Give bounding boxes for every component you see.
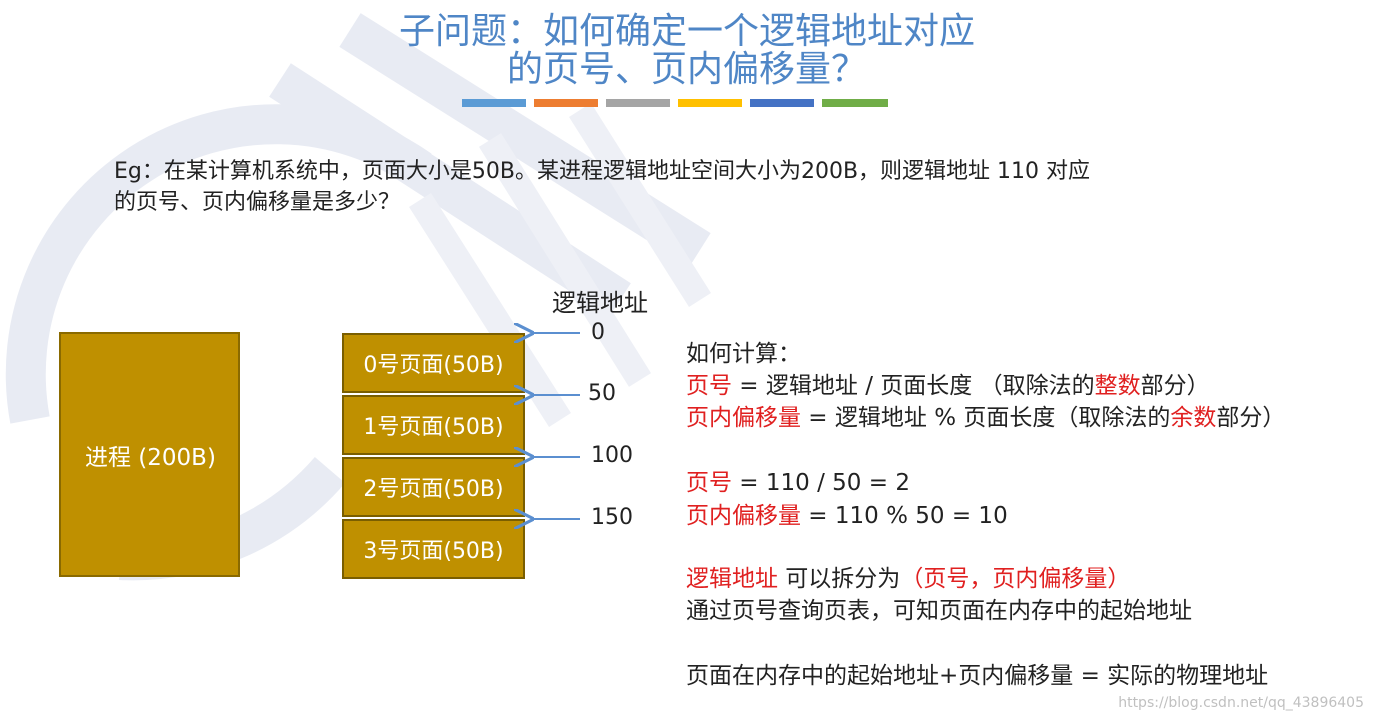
page-block-1: 1号页面(50B) [342, 395, 525, 455]
formula-page-offset-text-b: 部分） [1216, 405, 1286, 431]
color-bar-6 [822, 99, 888, 107]
formula-page-number-term: 页号 [686, 373, 732, 399]
result-page-number-term: 页号 [686, 470, 732, 496]
process-block: 进程 (200B) [59, 332, 240, 577]
result-page-number: 页号 = 110 / 50 = 2 [686, 467, 910, 499]
result-page-offset-value: = 110 % 50 = 10 [801, 503, 1008, 529]
formula-page-offset-term: 页内偏移量 [686, 405, 801, 431]
summary-split-pair: （页号，页内偏移量） [900, 566, 1131, 592]
color-bar-1 [462, 99, 526, 107]
color-bar-4 [678, 99, 742, 107]
color-bar-2 [534, 99, 598, 107]
address-label-150: 150 [591, 505, 633, 530]
page-title-line-2: 的页号、页内偏移量？ [506, 49, 867, 90]
formula-remainder-term: 余数 [1170, 405, 1217, 431]
formula-page-number: 页号 = 逻辑地址 / 页面长度 （取除法的整数部分） [686, 370, 1210, 402]
page-block-0: 0号页面(50B) [342, 333, 525, 393]
question-line-2: 的页号、页内偏移量是多少？ [114, 190, 401, 215]
result-page-number-value: = 110 / 50 = 2 [732, 470, 910, 496]
result-page-offset: 页内偏移量 = 110 % 50 = 10 [686, 500, 1008, 532]
address-label-0: 0 [591, 320, 605, 345]
summary-page-table: 通过页号查询页表，可知页面在内存中的起始地址 [686, 598, 1192, 624]
formula-page-number-text-b: 部分） [1140, 373, 1210, 399]
formula-page-offset: 页内偏移量 = 逻辑地址 % 页面长度（取除法的余数部分） [686, 402, 1285, 434]
summary-split-text: 可以拆分为 [778, 566, 901, 592]
source-credit: https://blog.csdn.net/qq_43896405 [1118, 695, 1364, 711]
page-block-3: 3号页面(50B) [342, 519, 525, 579]
address-label-100: 100 [591, 443, 633, 468]
calc-heading: 如何计算： [686, 341, 801, 367]
formula-page-number-text-a: = 逻辑地址 / 页面长度 （取除法的 [732, 373, 1095, 399]
page-title-line-1: 子问题：如何确定一个逻辑地址对应 [398, 11, 975, 52]
formula-page-offset-text-a: = 逻辑地址 % 页面长度（取除法的 [801, 405, 1171, 431]
result-page-offset-term: 页内偏移量 [686, 503, 801, 529]
process-label: 进程 (200B) [85, 444, 216, 471]
formula-integer-term: 整数 [1094, 373, 1141, 399]
summary-physical-address: 页面在内存中的起始地址+页内偏移量 = 实际的物理地址 [686, 663, 1269, 689]
address-label-50: 50 [588, 381, 616, 406]
color-bar-5 [750, 99, 814, 107]
logical-address-heading: 逻辑地址 [552, 289, 648, 317]
question-line-1: Eg：在某计算机系统中，页面大小是50B。某进程逻辑地址空间大小为200B，则逻… [114, 159, 1091, 184]
color-bar-3 [606, 99, 670, 107]
page-block-2: 2号页面(50B) [342, 457, 525, 517]
summary-logical-address-term: 逻辑地址 [686, 566, 778, 592]
summary-split: 逻辑地址 可以拆分为（页号，页内偏移量） [686, 563, 1130, 595]
example-question: Eg：在某计算机系统中，页面大小是50B。某进程逻辑地址空间大小为200B，则逻… [114, 156, 1284, 218]
